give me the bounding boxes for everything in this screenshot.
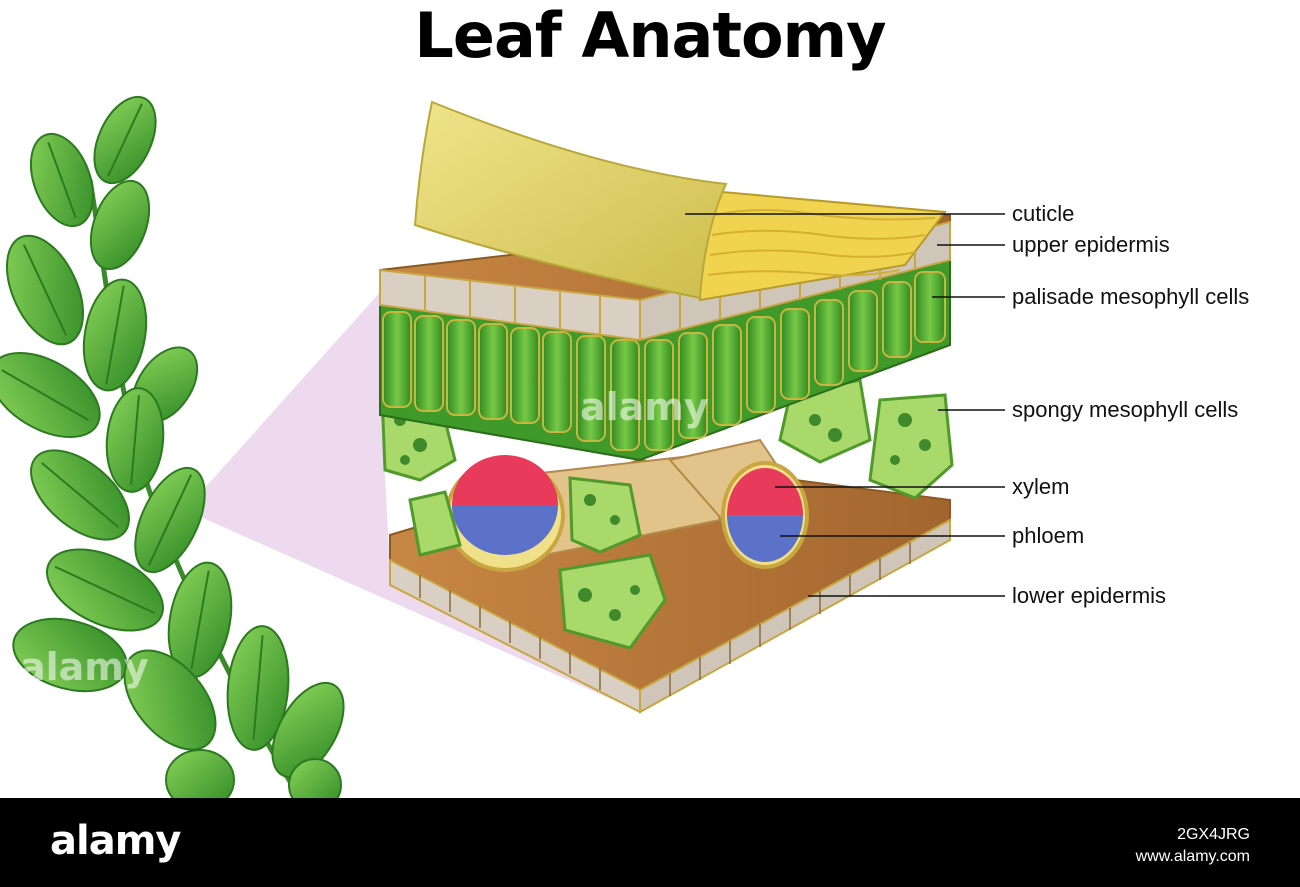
vascular-bundle-right [668,438,809,569]
label-upper-epidermis: upper epidermis [1012,232,1170,257]
footer-logo-text: alamy [50,818,181,864]
footer-image-id: 2GX4JRG [1177,826,1250,843]
watermark-overlay: alamy alamy [20,385,709,689]
palisade-mesophyll-layer [379,258,951,462]
label-xylem: xylem [1012,474,1070,499]
zoom-wedge [185,290,640,712]
watermark-center-text: alamy [580,385,709,429]
label-lower-epidermis: lower epidermis [1012,583,1167,608]
spongy-cell-organelles [394,413,931,621]
footer-image-info: 2GX4JRG www.alamy.com [1136,824,1250,868]
footer-site-url: www.alamy.com [1135,848,1250,865]
label-spongy-mesophyll: spongy mesophyll cells [1012,397,1239,422]
page-title: Leaf Anatomy [414,0,886,72]
leader-lines [685,213,1005,597]
label-cuticle: cuticle [1012,201,1075,226]
watermark-left-text: alamy [20,645,149,689]
plant-sprig-illustration [0,95,345,798]
cuticle-layer [413,100,947,302]
leaf-anatomy-diagram: alamy alamy [0,95,1005,798]
watermark-footer-bar: alamy 2GX4JRG www.alamy.com [0,798,1300,887]
label-phloem: phloem [1012,523,1085,548]
label-palisade-mesophyll: palisade mesophyll cells [1012,284,1250,309]
